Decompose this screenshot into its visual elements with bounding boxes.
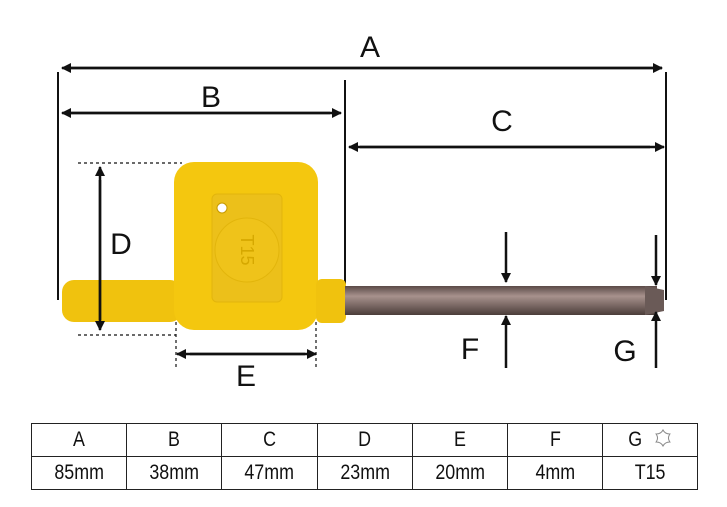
value-cell: 4mm [507, 456, 604, 490]
label-g: G [613, 335, 636, 368]
table-header-row: A B C D E F G [30, 423, 698, 457]
label-c: C [491, 105, 513, 138]
torx-star-icon [655, 428, 672, 448]
table-value-row: 85mm 38mm 47mm 23mm 20mm 4mm T15 [30, 456, 698, 490]
header-cell: C [221, 423, 318, 457]
yellow-handle: T15 [62, 162, 346, 330]
value-cell: 38mm [126, 456, 223, 490]
value-cell: 23mm [316, 456, 413, 490]
diagram-drawing: T15 A B C D E F G [57, 31, 667, 393]
dotted-guides [78, 162, 317, 368]
extension-lines [57, 72, 667, 300]
value-cell: 20mm [411, 456, 509, 490]
torx-shaft [345, 286, 664, 315]
dimension-table: A B C D E F G 85mm 38mm 47mm 23mm 20mm 4… [30, 423, 698, 490]
header-cell: B [126, 423, 223, 457]
handle-marking: T15 [237, 234, 257, 265]
header-cell: F [507, 423, 604, 457]
dimension-arrows [61, 63, 665, 368]
header-cell: D [316, 423, 413, 457]
label-a: A [360, 31, 380, 64]
header-cell: G [602, 423, 698, 457]
label-e: E [236, 360, 256, 393]
label-d: D [110, 228, 132, 261]
value-cell: 47mm [221, 456, 318, 490]
label-f: F [461, 333, 479, 366]
header-cell: E [411, 423, 509, 457]
value-cell: T15 [602, 456, 698, 490]
header-cell: A [30, 423, 128, 457]
label-b: B [201, 81, 221, 114]
value-cell: 85mm [30, 456, 128, 490]
